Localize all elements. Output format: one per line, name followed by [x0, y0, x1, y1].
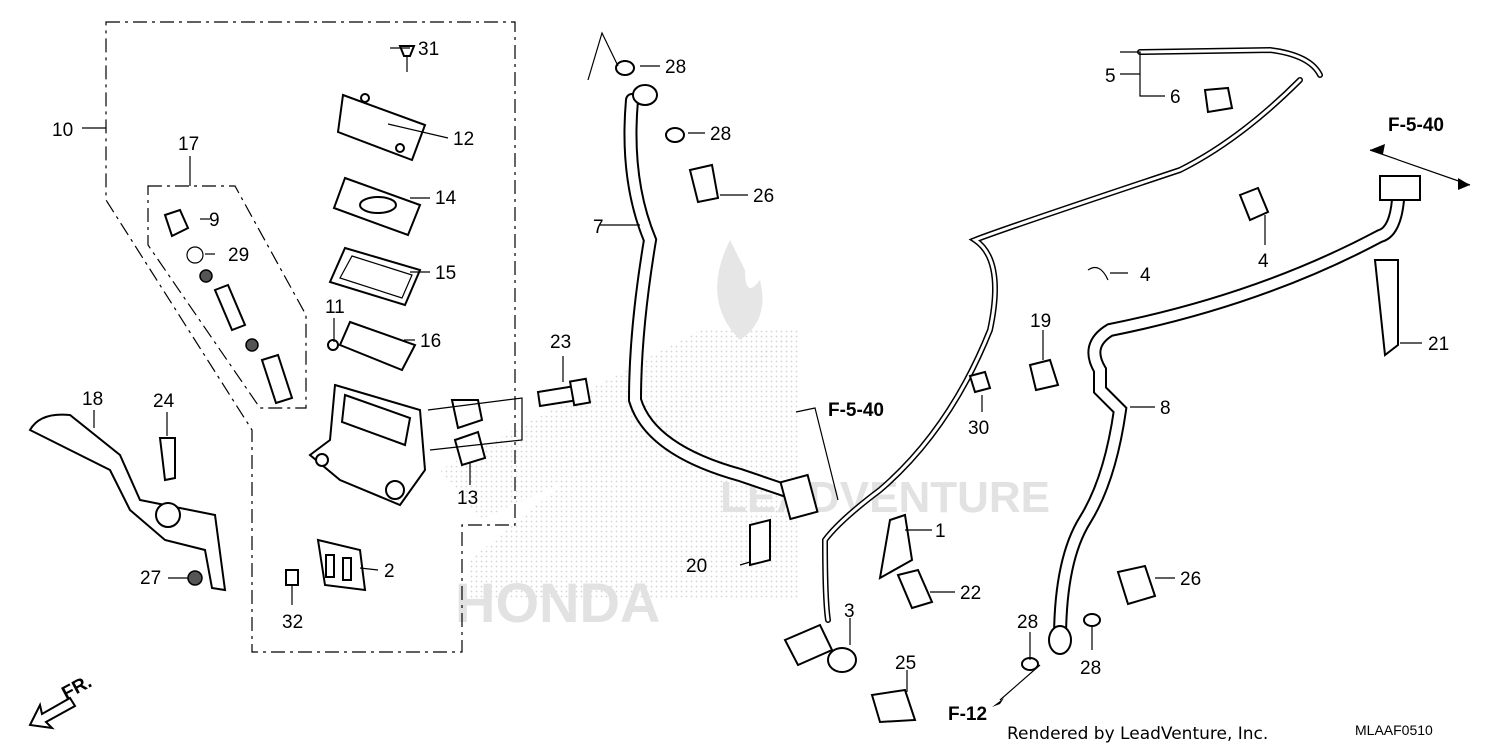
callout-28-c: 28: [1017, 612, 1038, 633]
callout-5: 5: [1105, 66, 1116, 87]
callout-30: 30: [968, 418, 989, 439]
callout-22: 22: [960, 583, 981, 604]
callout-12: 12: [453, 129, 474, 150]
callout-16: 16: [420, 331, 441, 352]
group-outline-17: [147, 185, 307, 409]
watermark: LEADVENTURE HONDA: [440, 240, 1050, 634]
callout-10: 10: [52, 120, 73, 141]
reference-f-12: F-12: [948, 704, 987, 725]
callout-9: 9: [209, 210, 220, 231]
sensor-wire: [783, 46, 1323, 724]
reference-labels: F-5-40 F-5-40 F-12: [828, 115, 1444, 725]
callout-26-b: 26: [1180, 569, 1201, 590]
callout-8: 8: [1160, 398, 1171, 419]
lock-nut: [187, 570, 203, 586]
callout-1: 1: [935, 521, 946, 542]
callout-20: 20: [686, 556, 707, 577]
footer-credit: Rendered by LeadVenture, Inc.: [1007, 724, 1268, 744]
callout-29: 29: [228, 245, 249, 266]
callout-28-a: 28: [665, 57, 686, 78]
piston: [213, 283, 247, 332]
callout-18: 18: [82, 389, 103, 410]
callouts: 1 2 3 4 4 5 6 7 8 9 10 11 12 13 14 15 16…: [52, 39, 1449, 679]
holder-lower: [453, 430, 487, 467]
callout-28-d: 28: [1080, 658, 1101, 679]
bolt-26-b: [1116, 564, 1157, 606]
bolt-25: [870, 688, 917, 724]
callout-21: 21: [1428, 334, 1449, 355]
reservoir-cap: [336, 93, 427, 162]
spring: [260, 353, 294, 405]
group-outline-10: [105, 21, 516, 653]
callout-19: 19: [1030, 311, 1051, 332]
callout-4-a: 4: [1258, 251, 1269, 272]
flame-logo-icon: [717, 240, 763, 340]
watermark-maker: HONDA: [455, 571, 660, 634]
callout-25: 25: [895, 653, 916, 674]
front-direction-indicator: FR.: [28, 672, 95, 730]
callout-4-b: 4: [1140, 265, 1151, 286]
callout-7: 7: [593, 217, 604, 238]
master-cylinder-assembly: [285, 45, 592, 592]
washer-28-a: [615, 60, 635, 76]
holder-upper: [450, 399, 484, 430]
callout-24: 24: [153, 391, 175, 412]
reference-f-5-40-top: F-5-40: [1388, 115, 1444, 136]
bracket-1: [878, 513, 914, 580]
callout-32: 32: [282, 612, 303, 633]
brake-lever: [28, 413, 227, 592]
callout-14: 14: [435, 188, 457, 209]
callout-23: 23: [550, 332, 571, 353]
callout-28-b: 28: [710, 124, 731, 145]
callout-3: 3: [844, 601, 855, 622]
callout-15: 15: [435, 263, 456, 284]
boot: [163, 208, 190, 238]
brake-hose-8: [1021, 175, 1421, 671]
clamp-30: [968, 370, 992, 394]
piston-kit: [163, 208, 294, 405]
bolt-19: [1028, 358, 1060, 392]
bolt-20: [749, 518, 771, 567]
callout-31: 31: [418, 39, 439, 60]
clip-4-a: [1238, 186, 1270, 222]
grommet-6: [1203, 86, 1234, 114]
callout-13: 13: [457, 488, 478, 509]
callout-2: 2: [384, 561, 395, 582]
leader-lines: [82, 31, 1471, 707]
washer-28-b: [665, 127, 685, 143]
brake-hose-7: [615, 60, 819, 567]
diaphragm: [328, 246, 422, 307]
pivot-bolt: [158, 437, 176, 482]
bolt-22: [896, 568, 934, 610]
arrow-icon: [28, 696, 77, 730]
footer-code: MLAAF0510: [1355, 722, 1433, 738]
float: [338, 320, 417, 372]
circlip: [186, 246, 204, 264]
bolt-21: [1373, 259, 1399, 357]
reference-f-5-40-mid: F-5-40: [828, 400, 884, 421]
bolt-11: [327, 339, 339, 351]
bolt-26-a: [688, 163, 720, 204]
direction-label: FR.: [58, 672, 95, 705]
screw-32: [285, 569, 299, 586]
callout-17: 17: [178, 134, 199, 155]
callout-11: 11: [325, 297, 345, 318]
callout-6: 6: [1170, 87, 1181, 108]
washer-28-c: [1083, 613, 1101, 627]
wheel-sensor: [783, 623, 834, 667]
callout-26-a: 26: [753, 186, 774, 207]
callout-27: 27: [140, 568, 161, 589]
